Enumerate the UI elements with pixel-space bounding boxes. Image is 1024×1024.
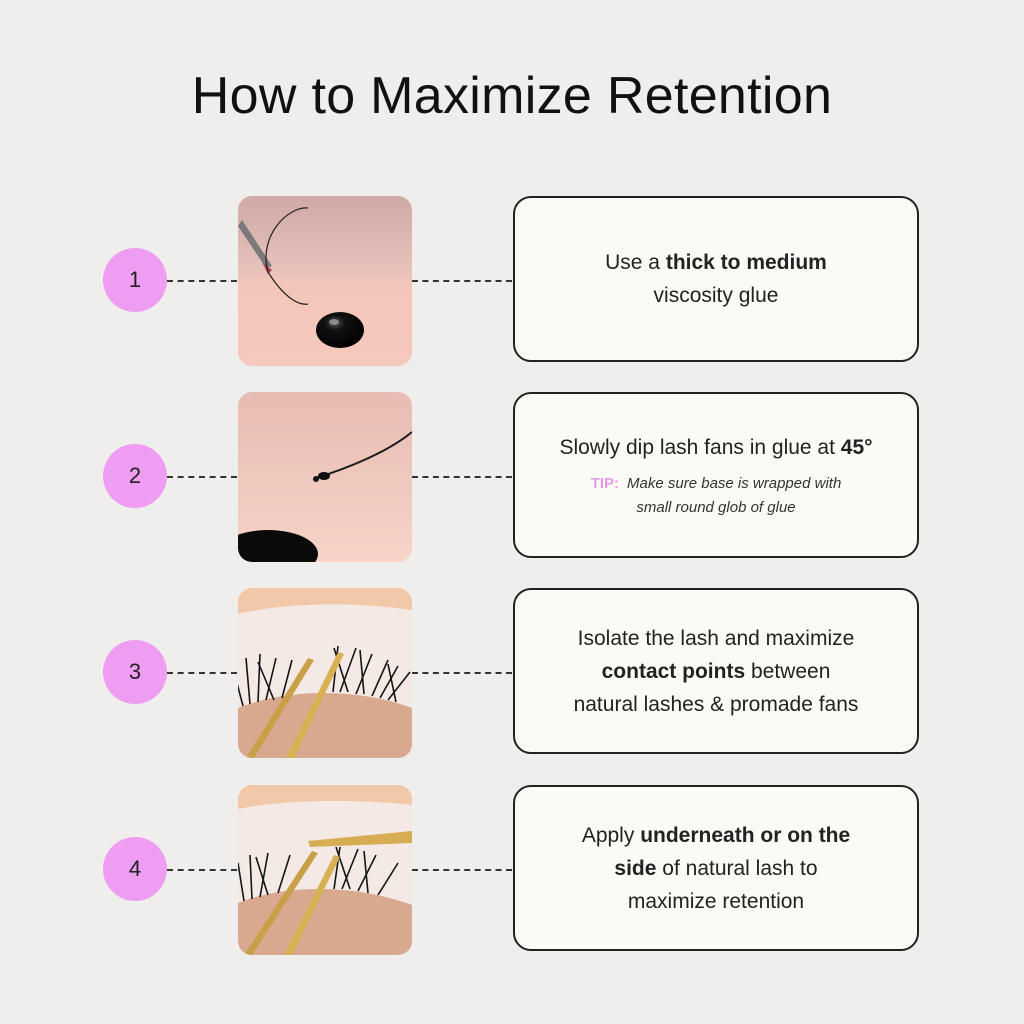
step-card-3: Isolate the lash and maximize contact po… (513, 588, 919, 754)
connector-line (167, 280, 237, 282)
step-number-badge: 2 (103, 444, 167, 508)
tip-text: TIP:Make sure base is wrapped with small… (590, 474, 842, 516)
step-row-1: 1 (0, 196, 1024, 366)
step-row-4: 4 Apply underneath or on the side of nat… (0, 785, 1024, 955)
step-text: Apply underneath or on the side of natur… (581, 823, 851, 913)
connector-line (412, 869, 512, 871)
lash-isolation-photo (238, 588, 412, 758)
step-number-badge: 4 (103, 837, 167, 901)
lash-application-image (238, 785, 412, 955)
lash-fan-dip-photo (238, 392, 412, 562)
tip-label: TIP: (590, 474, 620, 492)
lash-isolation-image (238, 588, 412, 758)
step-number-badge: 3 (103, 640, 167, 704)
step-number-badge: 1 (103, 248, 167, 312)
step-text: Isolate the lash and maximize contact po… (573, 626, 859, 716)
step-text: Use a thick to medium viscosity glue (605, 251, 827, 307)
lash-application-photo (238, 785, 412, 955)
step-card-1: Use a thick to medium viscosity glue (513, 196, 919, 362)
connector-line (412, 280, 512, 282)
page-title: How to Maximize Retention (191, 67, 833, 125)
connector-line (167, 869, 237, 871)
step-text: Slowly dip lash fans in glue at 45° (559, 435, 873, 459)
glue-drop-photo (238, 196, 412, 366)
connector-line (412, 672, 512, 674)
step-card-4: Apply underneath or on the side of natur… (513, 785, 919, 951)
glue-drop-image (238, 196, 412, 366)
connector-line (167, 672, 237, 674)
step-row-3: 3 Isolate the lash and maximize contact … (0, 588, 1024, 758)
step-card-2: Slowly dip lash fans in glue at 45° TIP:… (513, 392, 919, 558)
connector-line (412, 476, 512, 478)
connector-line (167, 476, 237, 478)
step-row-2: 2 Slowly dip lash fans in glue at 45° TI… (0, 392, 1024, 562)
lash-dip-image (238, 392, 412, 562)
